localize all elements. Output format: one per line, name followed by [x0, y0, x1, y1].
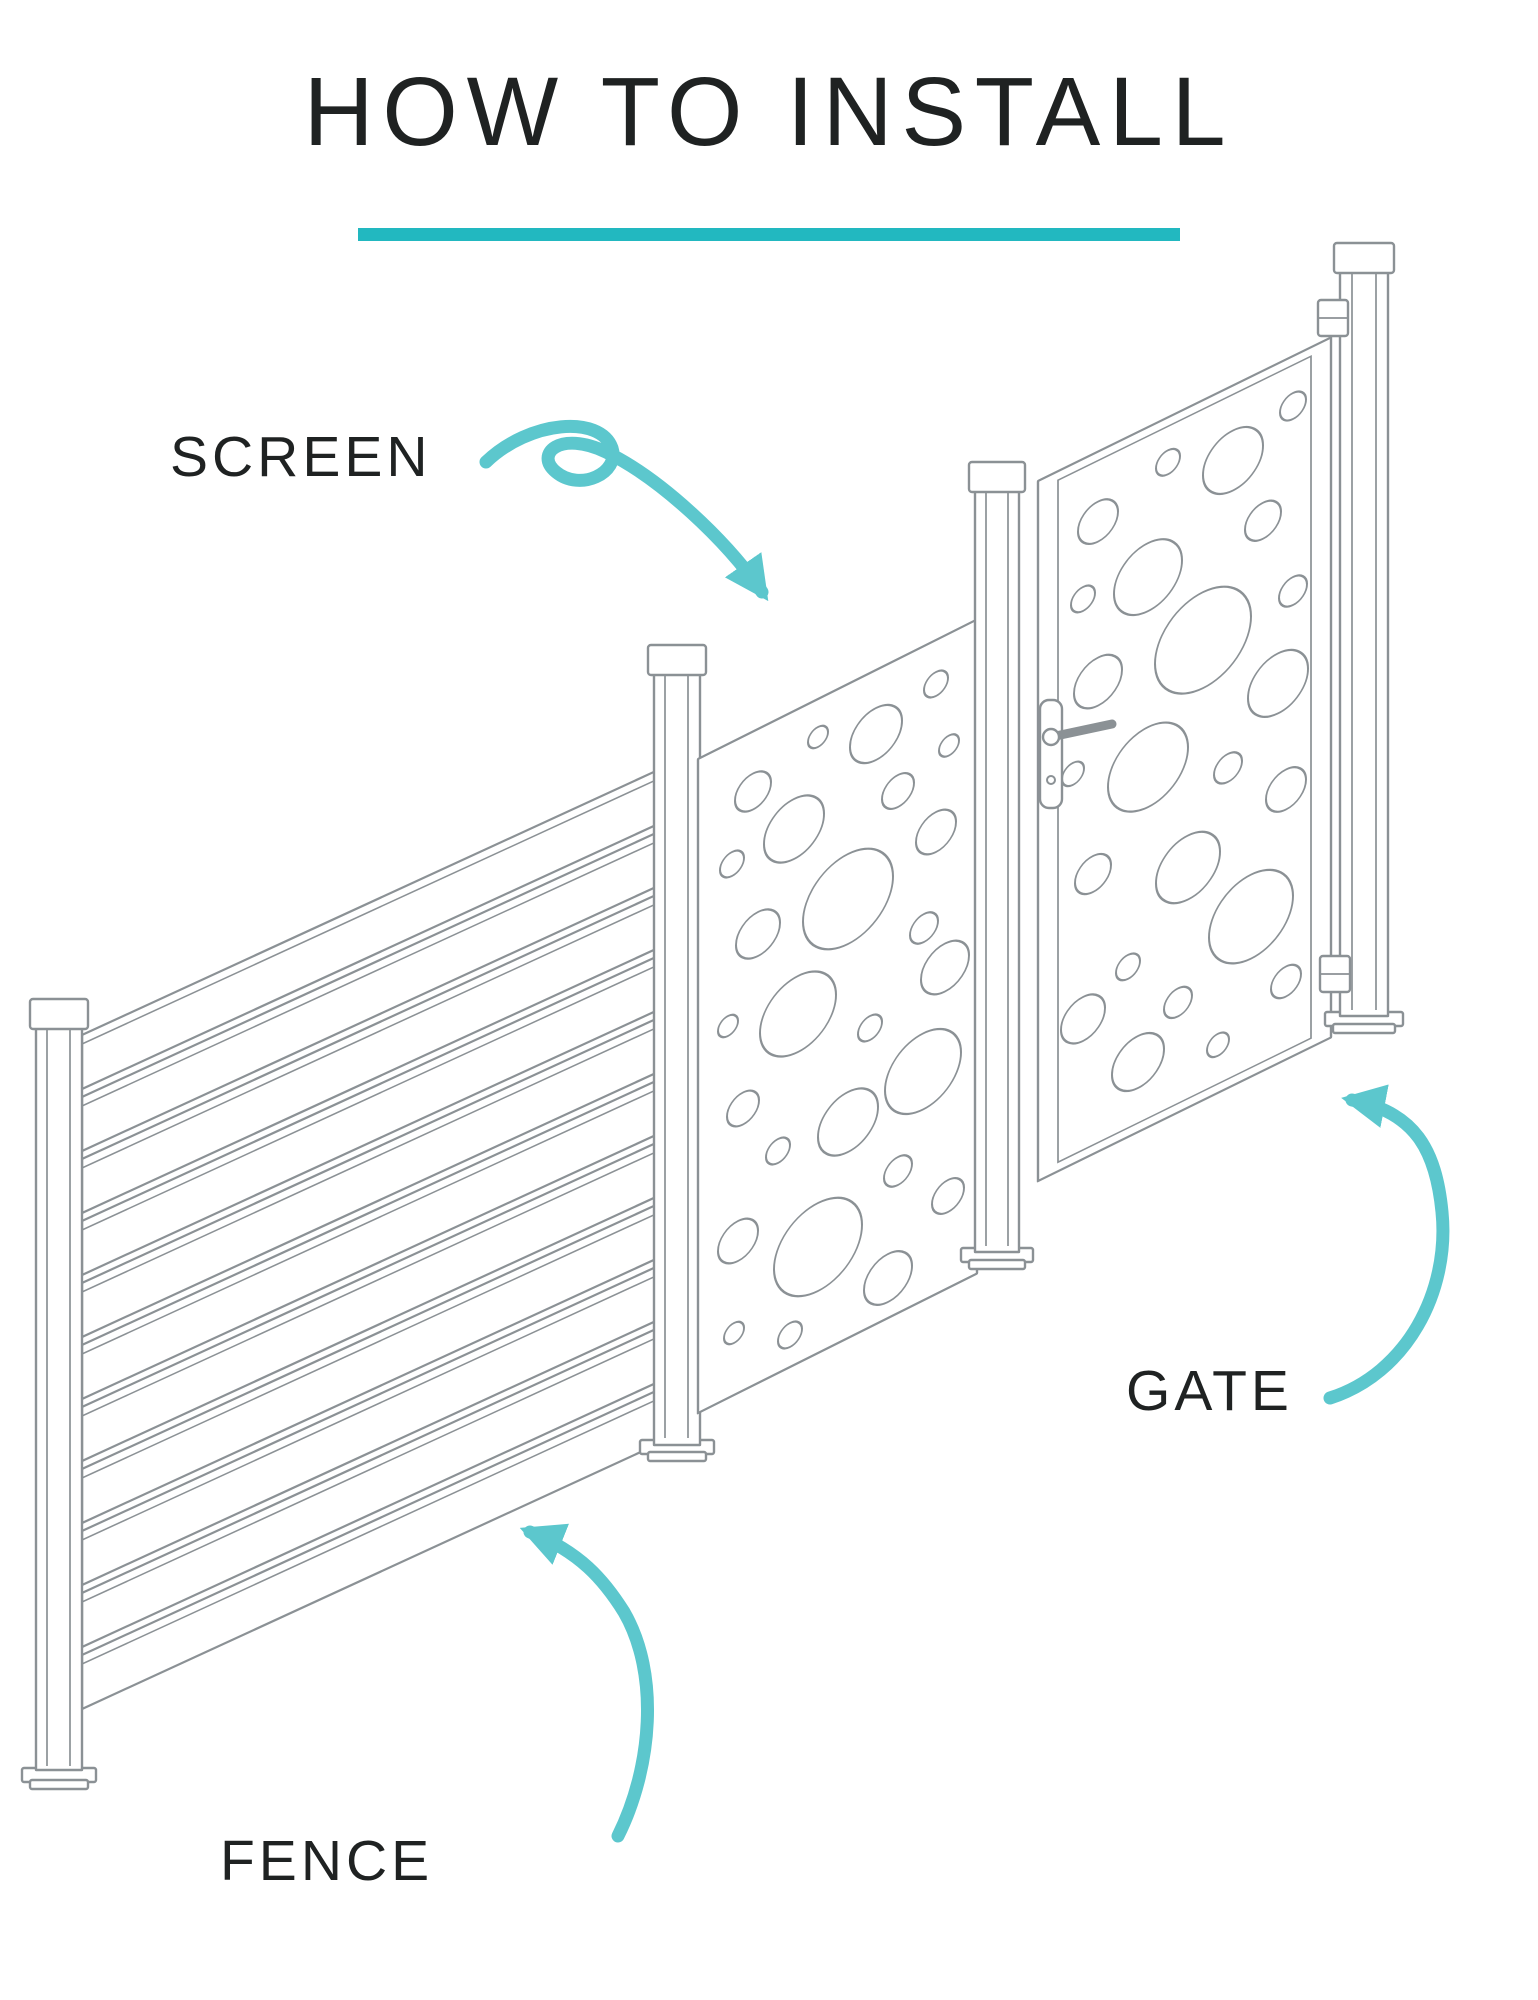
gate-hinge-bottom: [1318, 954, 1352, 994]
page-title: HOW TO INSTALL: [303, 57, 1235, 166]
arrow-fence: [519, 1523, 654, 1843]
label-fence: FENCE: [220, 1829, 434, 1893]
label-gate: GATE: [1126, 1359, 1293, 1423]
arrow-gate: [1323, 1084, 1450, 1405]
post-right: [1323, 241, 1405, 1035]
label-screen: SCREEN: [170, 425, 432, 489]
gate-handle: [1038, 698, 1117, 810]
post-left: [20, 997, 98, 1791]
arrow-screen: [479, 419, 769, 602]
screen-panel: [696, 618, 979, 1415]
post-middle: [638, 643, 716, 1463]
fence-panel: [80, 768, 660, 1711]
title-underline: [358, 228, 1180, 241]
post-screen-gate: [959, 460, 1035, 1271]
gate-hinge-top: [1316, 298, 1350, 338]
gate-panel: [1036, 336, 1333, 1183]
